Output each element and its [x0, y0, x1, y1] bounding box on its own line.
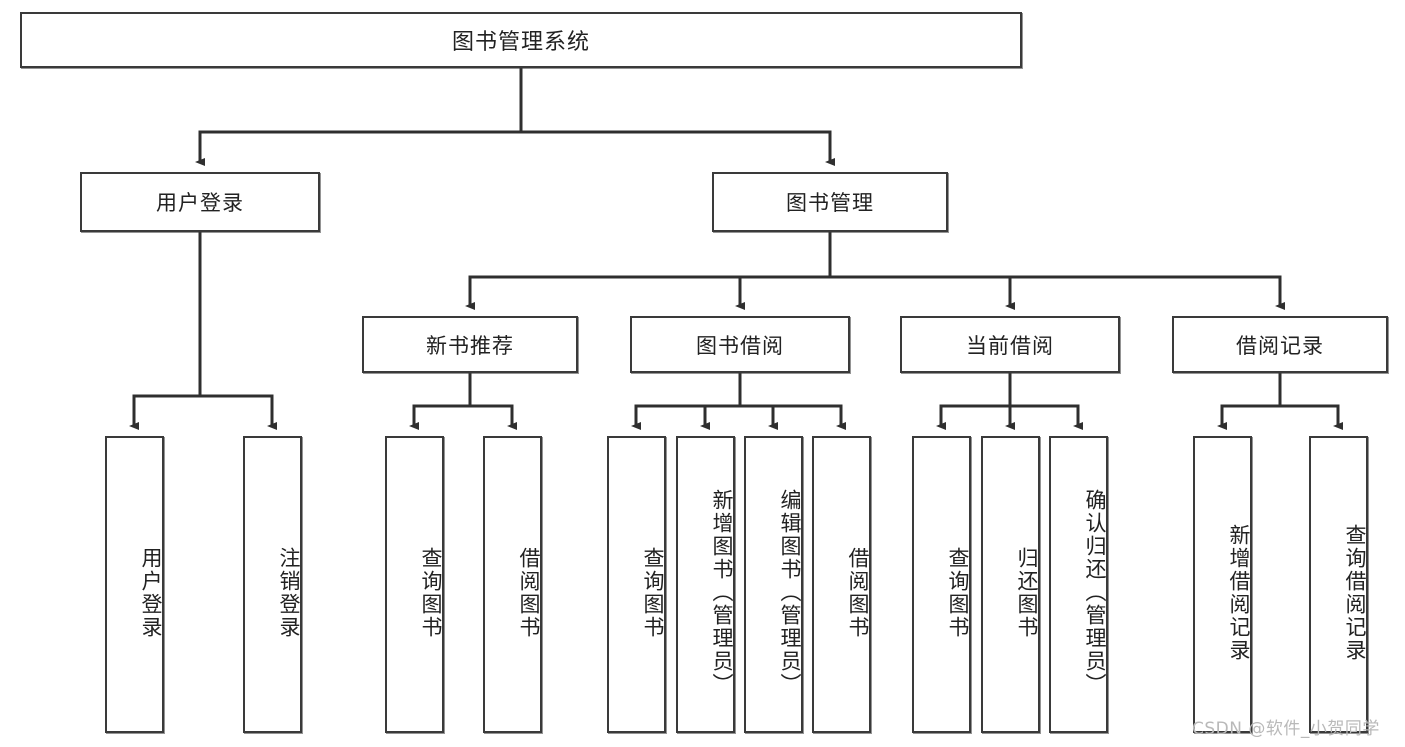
leaf-label: 编辑图书（管理员） — [778, 489, 802, 696]
leaf-label: 借阅图书 — [846, 546, 870, 639]
leaf-book-borrow-edit[interactable]: 编辑图书（管理员） — [744, 436, 803, 733]
leaf-new-book-query[interactable]: 查询图书 — [385, 436, 444, 733]
watermark-csdn: CSDN @软件_小贺同学 — [1192, 719, 1380, 739]
leaf-new-book-borrow[interactable]: 借阅图书 — [483, 436, 542, 733]
leaf-user-login-login[interactable]: 用户登录 — [105, 436, 164, 733]
node-root-book-management-system[interactable]: 图书管理系统 — [20, 12, 1022, 68]
leaf-current-borrow-confirm-return[interactable]: 确认归还（管理员） — [1049, 436, 1108, 733]
node-new-book-recommend[interactable]: 新书推荐 — [362, 316, 578, 373]
leaf-label: 借阅图书 — [517, 546, 541, 639]
node-borrow-record[interactable]: 借阅记录 — [1172, 316, 1388, 373]
leaf-user-login-logout[interactable]: 注销登录 — [243, 436, 302, 733]
leaf-current-borrow-query[interactable]: 查询图书 — [912, 436, 971, 733]
leaf-book-borrow-borrow[interactable]: 借阅图书 — [812, 436, 871, 733]
node-book-borrow[interactable]: 图书借阅 — [630, 316, 850, 373]
leaf-current-borrow-return[interactable]: 归还图书 — [981, 436, 1040, 733]
leaf-book-borrow-add[interactable]: 新增图书（管理员） — [676, 436, 735, 733]
leaf-label: 确认归还（管理员） — [1083, 489, 1107, 696]
leaf-label: 注销登录 — [277, 546, 301, 639]
leaf-book-borrow-query[interactable]: 查询图书 — [607, 436, 666, 733]
leaf-borrow-record-add[interactable]: 新增借阅记录 — [1193, 436, 1252, 733]
leaf-label: 归还图书 — [1015, 546, 1039, 639]
node-current-borrow[interactable]: 当前借阅 — [900, 316, 1120, 373]
leaf-label: 查询图书 — [419, 546, 443, 639]
node-book-management[interactable]: 图书管理 — [712, 172, 948, 232]
leaf-label: 新增图书（管理员） — [710, 489, 734, 696]
leaf-label: 查询图书 — [946, 546, 970, 639]
node-user-login[interactable]: 用户登录 — [80, 172, 320, 232]
leaf-label: 查询借阅记录 — [1343, 523, 1367, 662]
leaf-label: 新增借阅记录 — [1227, 523, 1251, 662]
leaf-borrow-record-query[interactable]: 查询借阅记录 — [1309, 436, 1368, 733]
leaf-label: 用户登录 — [139, 546, 163, 639]
leaf-label: 查询图书 — [641, 546, 665, 639]
